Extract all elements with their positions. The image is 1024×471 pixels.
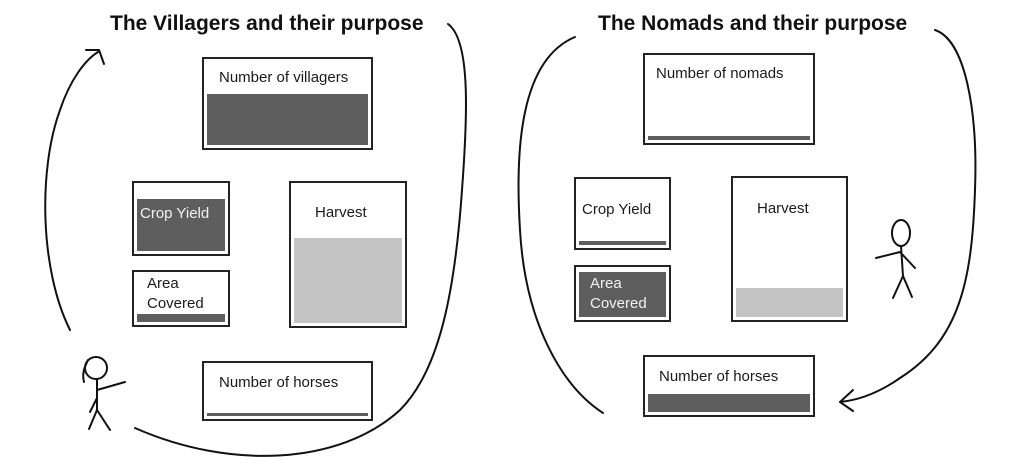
villagers-horses-box: Number of horses: [202, 361, 373, 421]
nomads-crop-yield-box: Crop Yield: [574, 177, 671, 250]
nomads-horses-fill: [648, 394, 810, 412]
nomads-harvest-label: Harvest: [757, 200, 809, 217]
villagers-crop-yield-fill: [137, 199, 225, 251]
villagers-harvest-fill: [294, 238, 402, 323]
nomads-horses-box: Number of horses: [643, 355, 815, 417]
nomad-figure-icon: [875, 219, 916, 299]
villagers-crop-yield-box: Crop Yield: [132, 181, 230, 256]
villagers-area-covered-fill: [137, 314, 225, 322]
nomads-title: The Nomads and their purpose: [598, 12, 908, 35]
nomads-count-label: Number of nomads: [656, 65, 784, 82]
nomads-crop-yield-label: Crop Yield: [582, 201, 652, 218]
villagers-horses-fill: [207, 413, 368, 416]
nomads-area-covered-fill: [579, 272, 666, 317]
villagers-count-fill: [207, 94, 368, 145]
nomads-count-box: Number of nomads: [643, 53, 815, 145]
villager-figure-icon: [82, 356, 126, 431]
villagers-title: The Villagers and their purpose: [110, 12, 424, 35]
nomads-crop-yield-fill: [579, 241, 666, 245]
villagers-horses-label: Number of horses: [219, 374, 339, 391]
nomads-arrowhead: [839, 389, 854, 412]
nomads-cycle-arc-left: [517, 36, 604, 414]
villagers-harvest-label: Harvest: [315, 204, 367, 221]
nomads-harvest-fill: [736, 288, 843, 317]
villagers-count-label: Number of villagers: [219, 69, 349, 86]
villagers-area-covered-label-line2: Covered: [147, 295, 204, 312]
villagers-cycle-arc-left: [44, 51, 99, 331]
nomads-horses-label: Number of horses: [659, 368, 779, 385]
nomads-count-fill: [648, 136, 810, 140]
villagers-area-covered-box: Area Covered: [132, 270, 230, 327]
nomads-area-covered-label-line2: Covered: [590, 295, 647, 312]
nomads-area-covered-box: Area Covered: [574, 265, 671, 322]
nomads-area-covered-label-line1: Area: [590, 275, 622, 292]
nomads-cycle-arc-right: [839, 29, 977, 403]
villagers-harvest-box: Harvest: [289, 181, 407, 328]
nomads-harvest-box: Harvest: [731, 176, 848, 322]
villagers-crop-yield-label: Crop Yield: [140, 205, 210, 222]
villagers-cycle-arc-top: [134, 23, 467, 457]
villagers-arrowhead: [85, 49, 105, 65]
villagers-area-covered-label-line1: Area: [147, 275, 179, 292]
villagers-count-box: Number of villagers: [202, 57, 373, 150]
